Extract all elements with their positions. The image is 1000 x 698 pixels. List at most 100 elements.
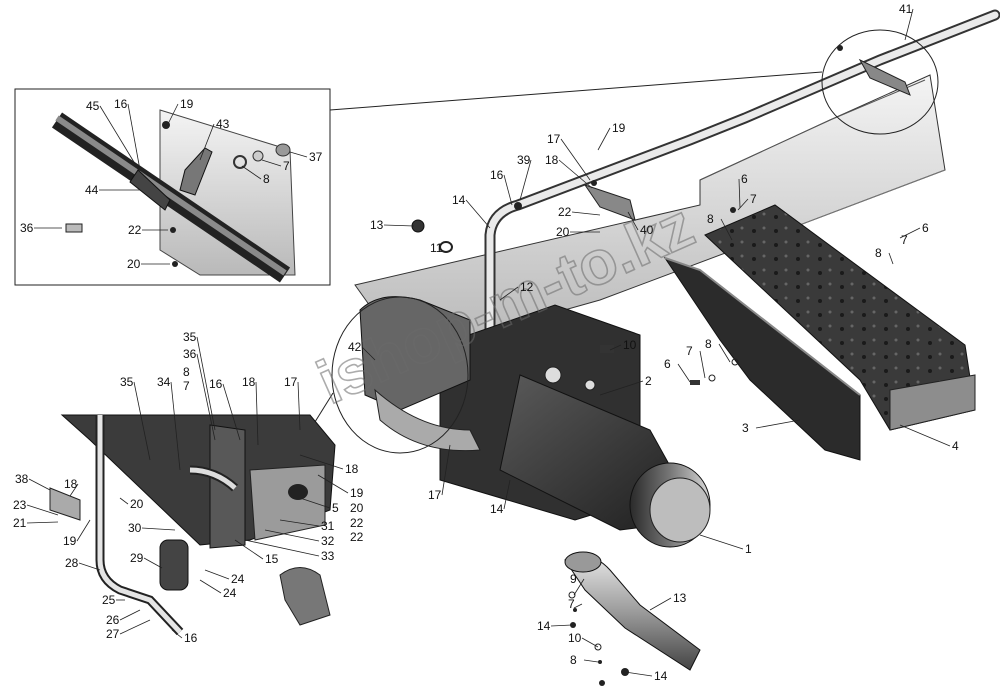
leader-line — [899, 227, 921, 239]
inset-detail-lower — [49, 414, 336, 636]
leader-line — [261, 159, 282, 167]
leader-line — [69, 483, 79, 497]
leader-line — [677, 363, 691, 383]
callout-label-12: 12 — [520, 280, 534, 294]
callout-label-21: 21 — [13, 516, 27, 530]
leader-line — [143, 557, 163, 569]
callout-label-9: 9 — [570, 572, 577, 586]
leader-line — [624, 671, 653, 677]
callout-label-36: 36 — [20, 221, 34, 235]
callout-label-28: 28 — [65, 556, 79, 570]
callout-label-44: 44 — [85, 183, 99, 197]
leader-line — [299, 497, 331, 509]
fasteners — [411, 207, 739, 686]
callout-label-40: 40 — [640, 223, 654, 237]
callout-label-43: 43 — [216, 117, 230, 131]
callout-label-42: 42 — [348, 340, 362, 354]
callout-label-35: 35 — [120, 375, 134, 389]
leader-line — [503, 479, 511, 510]
callout-label-7: 7 — [183, 379, 190, 393]
callout-label-19: 19 — [63, 534, 77, 548]
leader-line — [196, 336, 216, 431]
leader-line — [78, 562, 101, 571]
callout-label-4: 4 — [952, 439, 959, 453]
callout-label-38: 38 — [15, 472, 29, 486]
callout-label-11: 11 — [430, 241, 443, 255]
callout-label-1: 1 — [745, 542, 752, 556]
callout-label-18: 18 — [64, 477, 78, 491]
callout-label-15: 15 — [265, 552, 279, 566]
leader-line — [573, 603, 583, 609]
callout-label-39: 39 — [517, 153, 531, 167]
callout-label-6: 6 — [664, 357, 671, 371]
leader-line — [888, 252, 894, 265]
leader-line — [755, 419, 801, 429]
leader-line — [738, 178, 741, 209]
pipe-brackets — [514, 45, 911, 221]
callout-label-41: 41 — [899, 2, 913, 16]
callout-label-14: 14 — [537, 619, 551, 633]
leader-line — [26, 521, 59, 524]
callout-label-33: 33 — [321, 549, 335, 563]
leader-line — [255, 381, 259, 446]
leader-line — [196, 353, 216, 441]
leader-line — [171, 629, 183, 639]
leader-line — [28, 478, 51, 491]
callout-label-13: 13 — [370, 218, 384, 232]
callout-label-8: 8 — [183, 365, 190, 379]
callout-label-17: 17 — [428, 488, 442, 502]
callout-label-8: 8 — [570, 653, 577, 667]
leader-line — [26, 504, 59, 516]
leader-line — [317, 474, 349, 494]
callout-label-8: 8 — [707, 212, 714, 226]
callout-label-23: 23 — [13, 498, 27, 512]
callout-label-7: 7 — [283, 159, 290, 173]
leader-line — [573, 578, 585, 596]
leader-line — [141, 527, 176, 531]
callout-label-10: 10 — [568, 631, 582, 645]
leader-line — [597, 127, 611, 151]
heat-shield-top — [704, 204, 976, 431]
callout-label-7: 7 — [568, 597, 575, 611]
callout-label-29: 29 — [130, 551, 144, 565]
leader-line — [127, 103, 141, 171]
leader-line — [550, 624, 573, 627]
leader-line — [297, 381, 301, 431]
leader-line — [119, 619, 151, 635]
callout-label-14: 14 — [490, 502, 504, 516]
callout-label-26: 26 — [106, 613, 120, 627]
callout-label-20: 20 — [127, 257, 141, 271]
leader-line — [581, 637, 599, 648]
callout-label-6: 6 — [922, 221, 929, 235]
callout-label-19: 19 — [612, 121, 626, 135]
callout-label-36: 36 — [183, 347, 197, 361]
leader-line — [609, 344, 622, 351]
callout-label-22: 22 — [128, 223, 142, 237]
leader-line — [244, 539, 320, 557]
heat-shield-side — [663, 257, 861, 461]
leader-line — [499, 286, 519, 301]
callout-label-22: 22 — [558, 205, 572, 219]
detail-circle-lower — [331, 296, 469, 454]
callout-label-14: 14 — [452, 193, 466, 207]
callout-label-17: 17 — [547, 132, 561, 146]
callout-label-19: 19 — [350, 486, 364, 500]
callout-label-45: 45 — [86, 99, 100, 113]
callout-label-3: 3 — [742, 421, 749, 435]
callout-label-31: 31 — [321, 519, 335, 533]
leader-line — [199, 579, 222, 594]
callout-label-19: 19 — [180, 97, 194, 111]
leader-line — [720, 218, 733, 241]
callout-label-20: 20 — [350, 501, 364, 515]
callout-label-16: 16 — [209, 377, 223, 391]
callout-label-10: 10 — [623, 338, 637, 352]
callout-label-8: 8 — [263, 172, 270, 186]
callout-label-16: 16 — [114, 97, 128, 111]
leader-line — [571, 211, 601, 216]
callout-label-27: 27 — [106, 627, 120, 641]
callout-label-32: 32 — [321, 534, 335, 548]
leader-line — [699, 350, 706, 379]
callout-label-22: 22 — [350, 530, 364, 544]
